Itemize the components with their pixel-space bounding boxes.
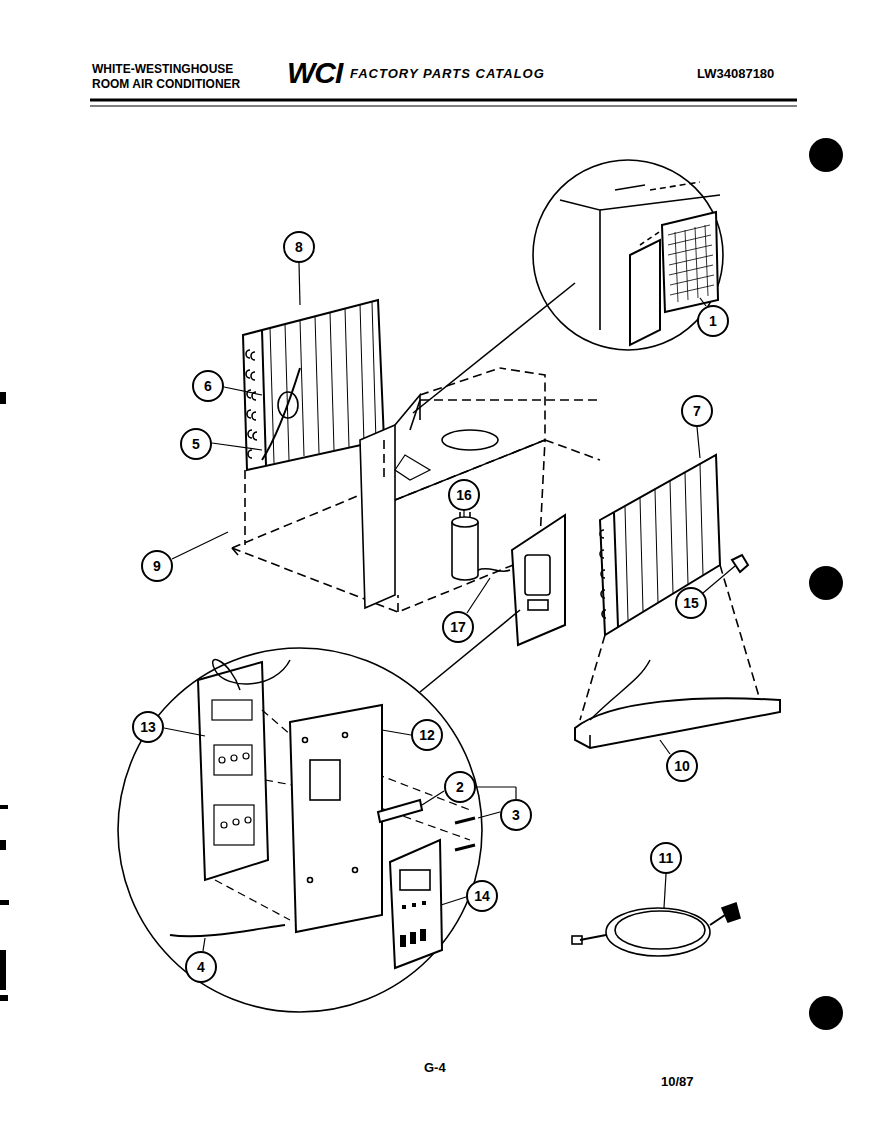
callout-circle: 10 <box>666 750 698 782</box>
callout-circle: 14 <box>466 880 498 912</box>
brand-logo: WCI <box>287 56 342 89</box>
callout-circle: 12 <box>411 719 443 751</box>
callout-circle: 5 <box>180 428 212 460</box>
callout-circle: 3 <box>500 799 532 831</box>
callout-circle: 1 <box>697 305 729 337</box>
callout-number: 17 <box>450 620 466 634</box>
callout-number: 4 <box>197 960 205 974</box>
catalog-name: FACTORY PARTS CATALOG <box>350 67 545 81</box>
callout-number: 10 <box>674 759 690 773</box>
callout-circle: 13 <box>132 711 164 743</box>
callout-circle: 2 <box>444 771 476 803</box>
callout-circle: 15 <box>675 587 707 619</box>
callout-circle: 4 <box>185 951 217 983</box>
callout-circle: 11 <box>650 842 682 874</box>
callout-number: 13 <box>140 720 156 734</box>
callout-number: 16 <box>456 488 472 502</box>
callout-number: 3 <box>512 808 520 822</box>
callout-number: 5 <box>192 437 200 451</box>
callout-circle: 16 <box>448 479 480 511</box>
callout-number: 1 <box>709 314 717 328</box>
callout-number: 15 <box>683 596 699 610</box>
callout-circle: 17 <box>442 611 474 643</box>
callout-number: 2 <box>456 780 464 794</box>
catalog-title: WHITE-WESTINGHOUSE ROOM AIR CONDITIONER <box>92 62 270 92</box>
callout-number: 11 <box>659 851 674 865</box>
callout-circle: 9 <box>141 550 173 582</box>
callout-number: 9 <box>153 559 161 573</box>
callout-circle: 8 <box>283 231 315 263</box>
date-code: 10/87 <box>661 1075 694 1089</box>
catalog-number: LW34087180 <box>697 67 774 81</box>
callout-number: 6 <box>204 379 212 393</box>
callout-number: 14 <box>474 889 490 903</box>
callout-number: 8 <box>295 240 303 254</box>
callout-number: 12 <box>419 728 435 742</box>
callout-circle: 7 <box>681 395 713 427</box>
page-number: G-4 <box>424 1061 446 1075</box>
callout-number: 7 <box>693 404 701 418</box>
callout-circle: 6 <box>192 370 224 402</box>
